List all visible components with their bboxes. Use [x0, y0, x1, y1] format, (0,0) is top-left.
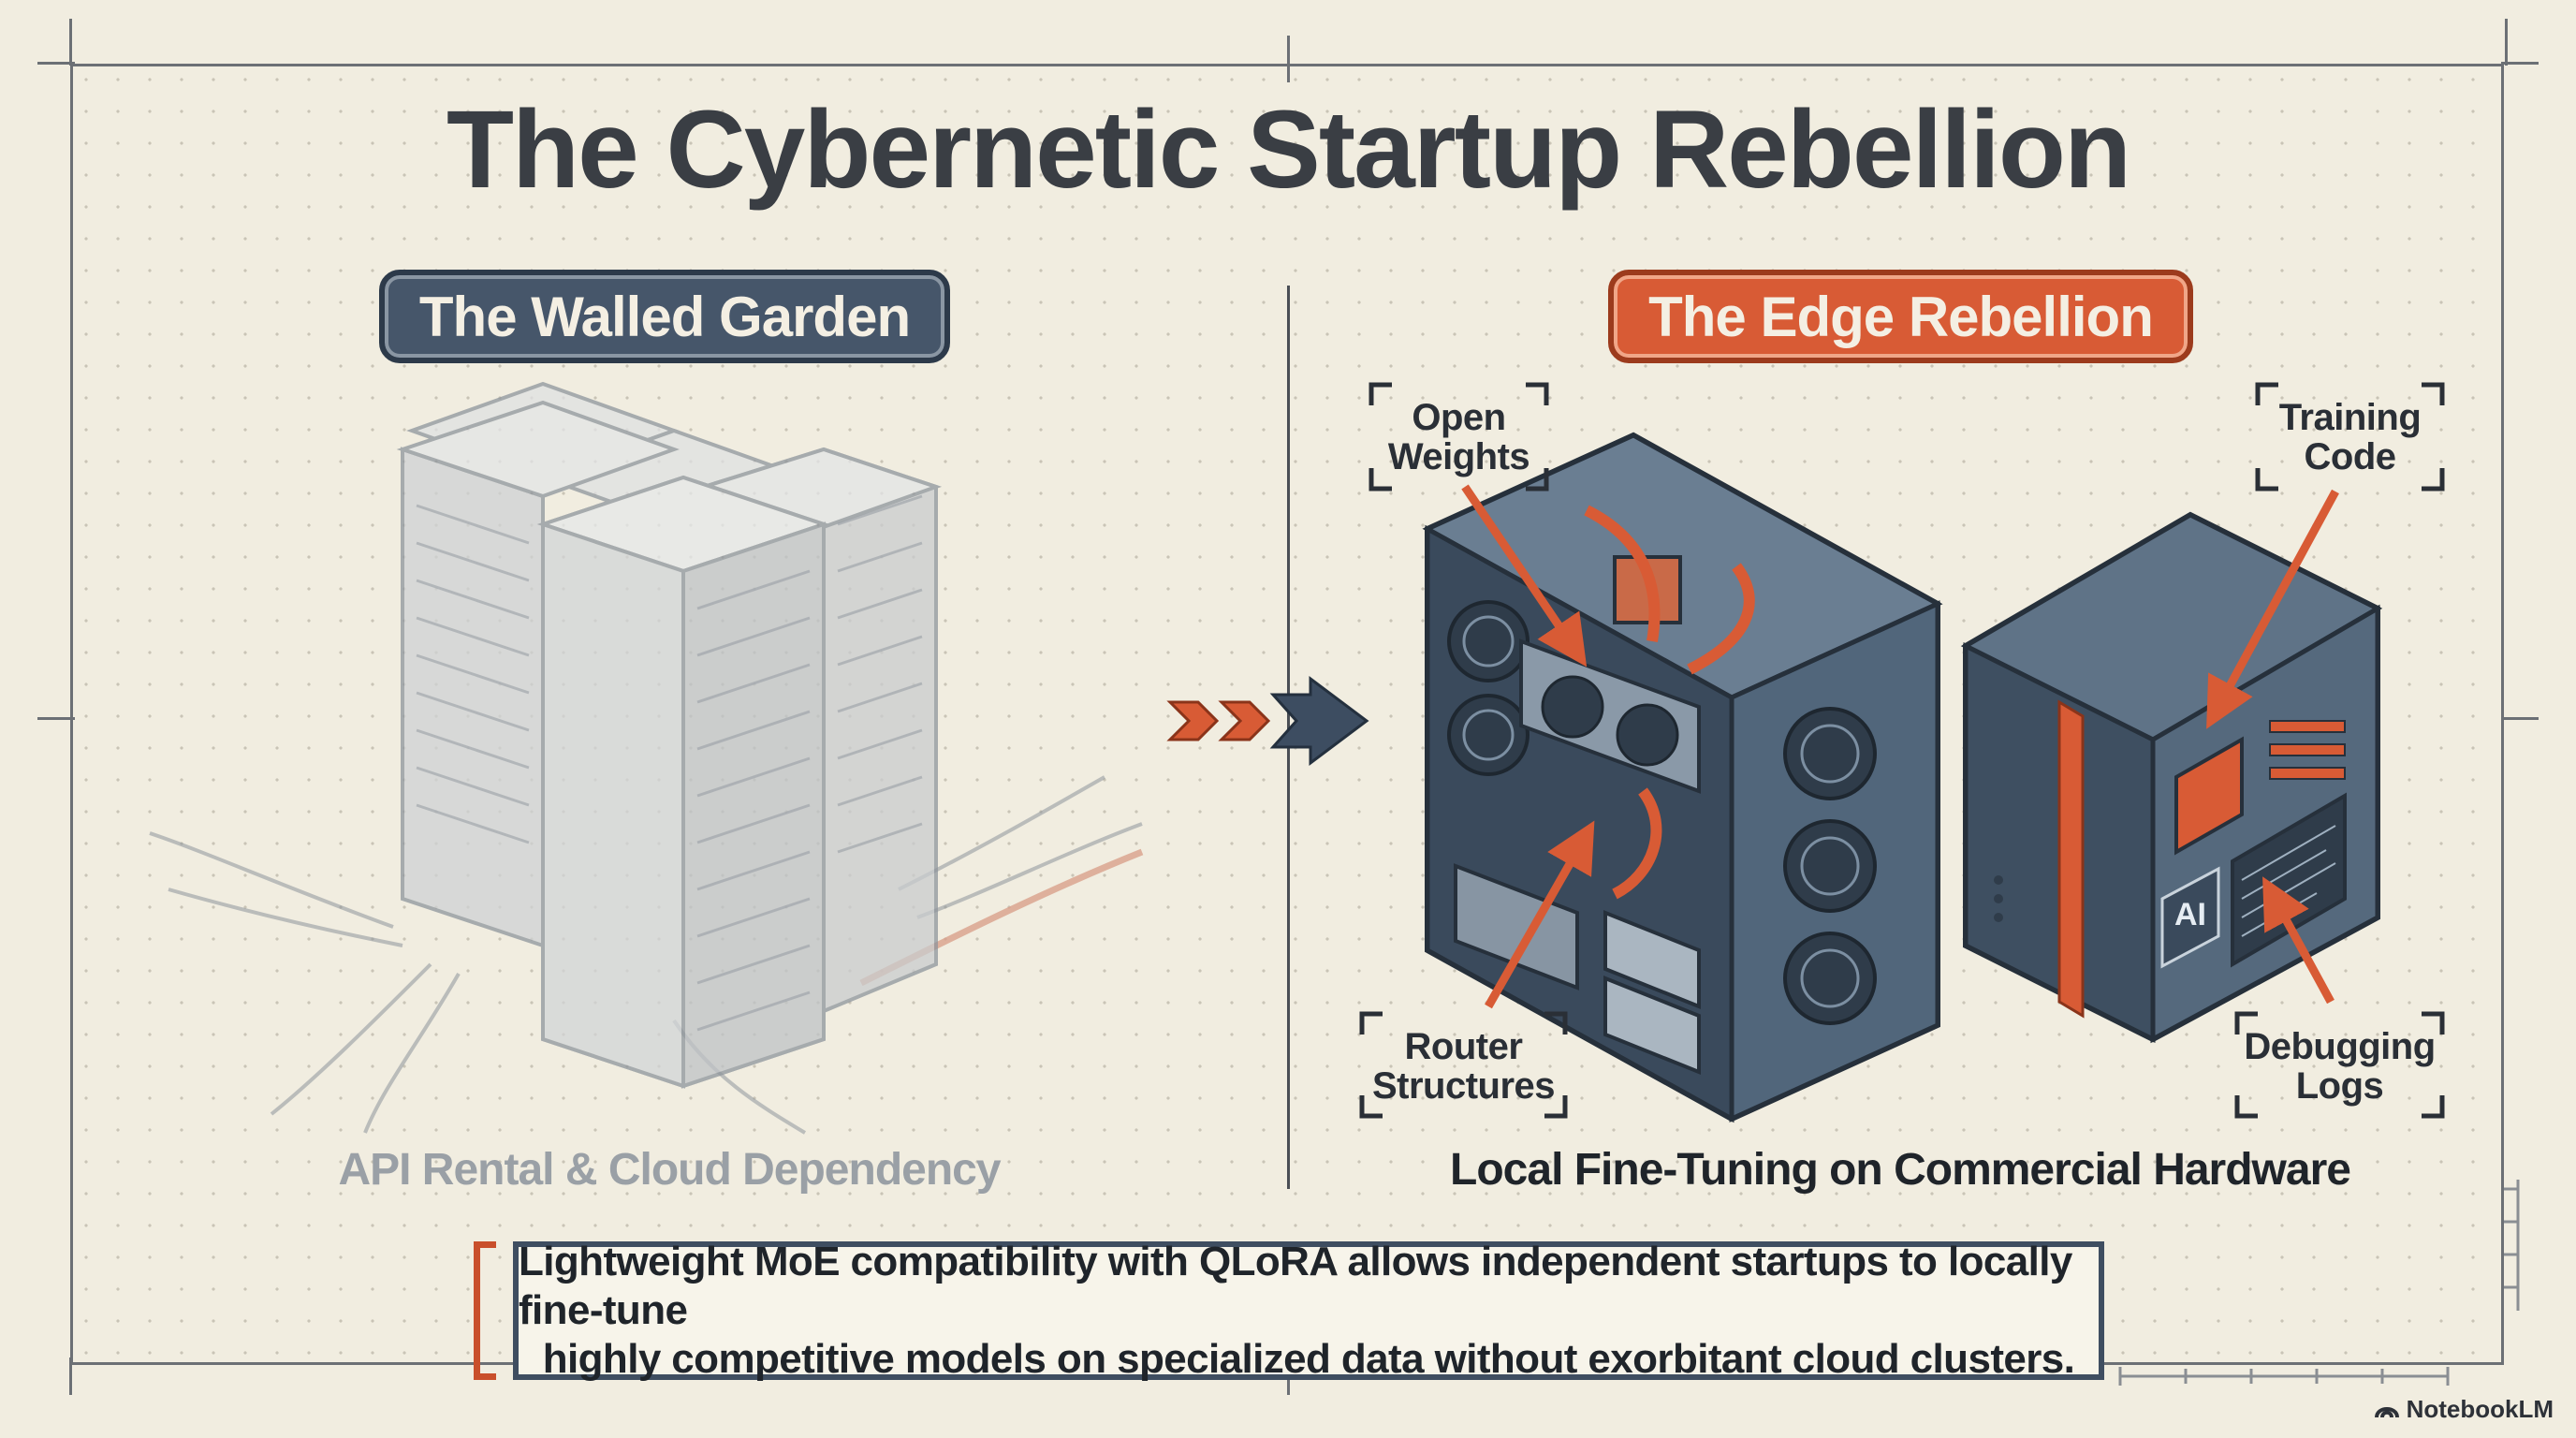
ruler-decoration	[2118, 1180, 2520, 1386]
summary-box: Lightweight MoE compatibility with QLoRA…	[513, 1239, 2104, 1382]
callout-open-weights: Open Weights	[1371, 398, 1546, 477]
summary-line-2: highly competitive models on specialized…	[542, 1336, 2075, 1382]
frame-tick	[37, 62, 75, 65]
brand-name: NotebookLM	[2406, 1395, 2554, 1423]
frame-tick	[2501, 62, 2539, 65]
edge-rebellion-tag: The Edge Rebellion	[1608, 270, 2193, 363]
frame-tick	[69, 1357, 72, 1395]
callout-debugging-logs-line1: Debugging	[2244, 1026, 2436, 1067]
frame-tick	[37, 717, 75, 720]
frame-tick	[2505, 19, 2508, 66]
transition-arrows	[1166, 676, 1369, 766]
frame-tick	[1287, 36, 1290, 82]
page-title: The Cybernetic Startup Rebellion	[446, 88, 2131, 212]
summary-line-1: Lightweight MoE compatibility with QLoRA…	[519, 1239, 2072, 1333]
edge-rebellion-caption: Local Fine-Tuning on Commercial Hardware	[1450, 1145, 2351, 1195]
callout-router-structures-line2: Structures	[1371, 1065, 1556, 1107]
callout-debugging-logs-line2: Logs	[2295, 1065, 2384, 1107]
callout-open-weights-line1: Open	[1412, 397, 1506, 438]
callout-training-code-line1: Training	[2278, 397, 2422, 438]
ai-chip-label: AI	[2174, 897, 2206, 932]
callout-router-structures-line1: Router	[1404, 1026, 1523, 1067]
callout-training-code-line2: Code	[2304, 436, 2397, 477]
frame-tick	[2501, 717, 2539, 720]
server-racks-illustration	[149, 381, 1144, 1135]
callout-training-code: Training Code	[2258, 398, 2442, 477]
walled-garden-tag: The Walled Garden	[379, 270, 950, 363]
callout-open-weights-line2: Weights	[1387, 436, 1530, 477]
summary-bracket	[474, 1241, 496, 1380]
callout-router-structures: Router Structures	[1362, 1027, 1565, 1106]
notebooklm-logo-icon	[2374, 1406, 2399, 1417]
notebooklm-brand: NotebookLM	[2374, 1395, 2554, 1424]
walled-garden-caption: API Rental & Cloud Dependency	[338, 1145, 1001, 1195]
frame-tick	[69, 19, 72, 66]
callout-debugging-logs: Debugging Logs	[2237, 1027, 2442, 1106]
